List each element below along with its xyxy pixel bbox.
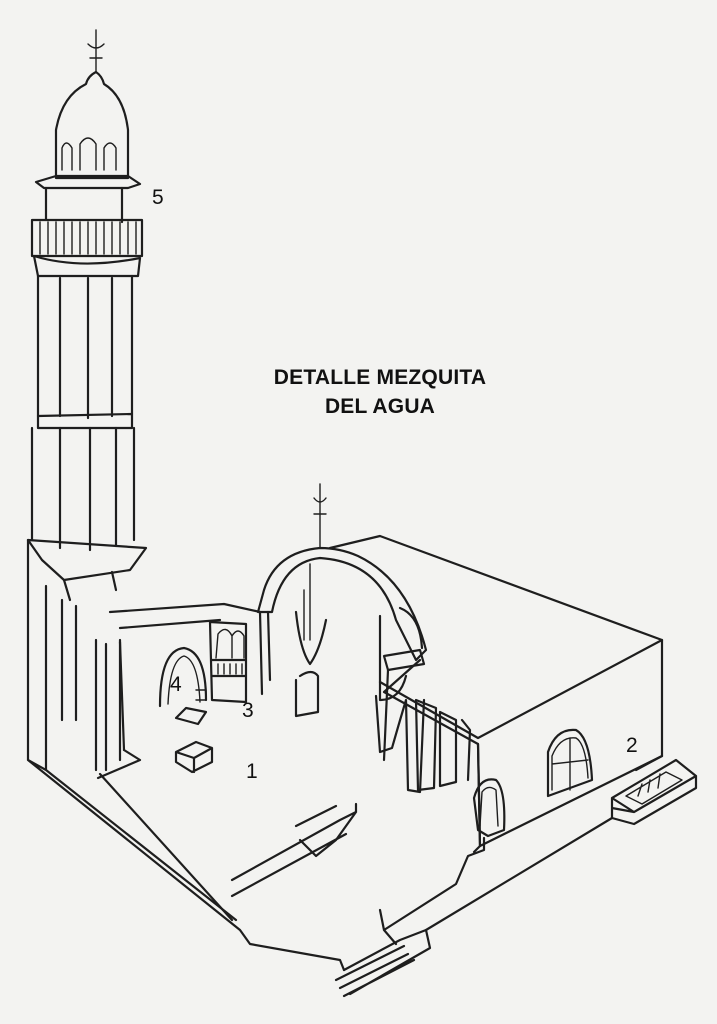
dome-section xyxy=(256,483,428,794)
label-4: 4 xyxy=(170,673,182,696)
label-1: 1 xyxy=(246,760,258,783)
title-line-2: DEL AGUA xyxy=(324,395,436,418)
ablution-fountain xyxy=(610,758,698,826)
right-wing-building xyxy=(328,534,664,848)
label-5: 5 xyxy=(152,186,164,209)
title-line-1: DETALLE MEZQUITA xyxy=(273,366,487,389)
label-2: 2 xyxy=(626,734,638,757)
label-3: 3 xyxy=(242,699,254,722)
minaret xyxy=(26,29,148,602)
prayer-hall-interior xyxy=(158,620,248,774)
outline-contours xyxy=(424,754,664,932)
